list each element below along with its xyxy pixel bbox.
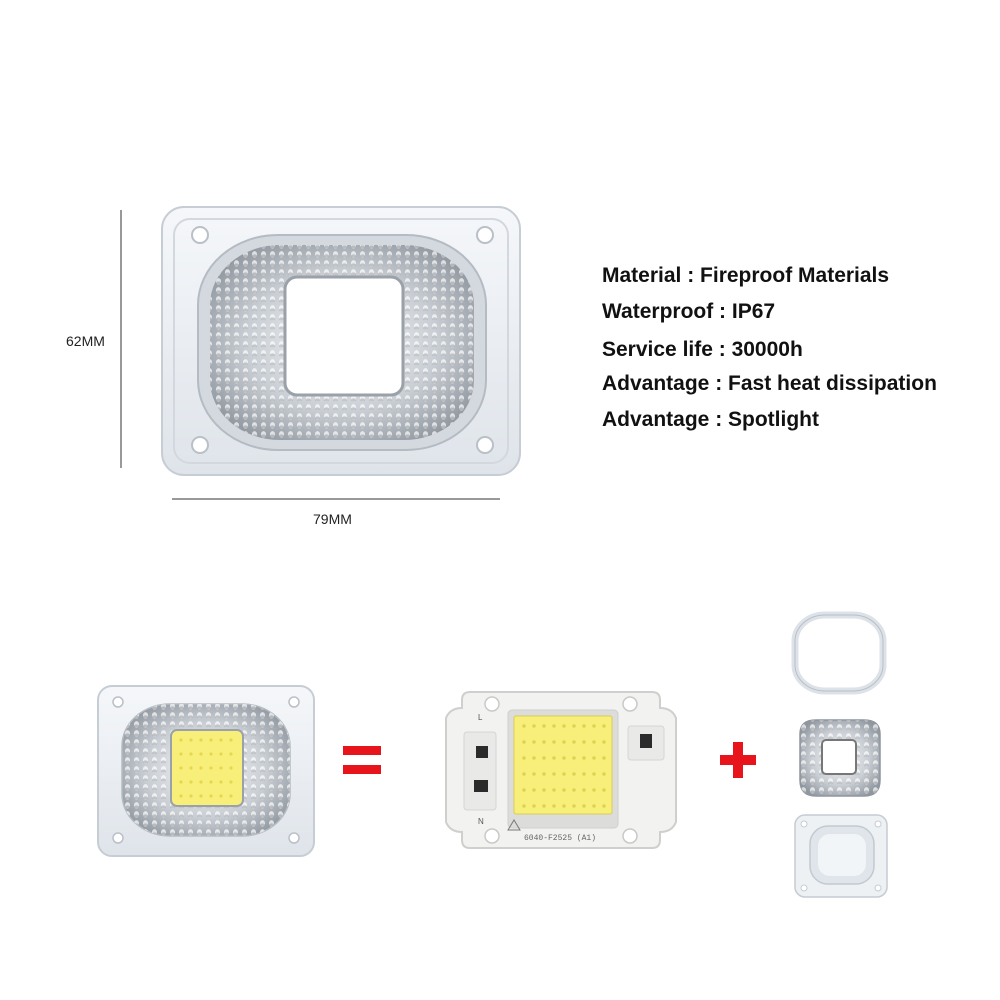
height-dimension-line xyxy=(120,210,122,468)
silicone-ring-image xyxy=(791,611,887,695)
spec-waterproof: Waterproof : IP67 xyxy=(602,300,776,323)
height-label: 62MM xyxy=(66,333,105,349)
spec-material: Material : Fireproof Materials xyxy=(602,264,890,287)
spec-advantage-heat: Advantage : Fast heat dissipation xyxy=(602,372,937,395)
width-label: 79MM xyxy=(313,511,352,527)
width-dimension-line xyxy=(172,498,500,500)
cob-led-chip-image: 6040-F2525 (A1) L N xyxy=(445,691,677,849)
reflector-cup-image xyxy=(799,719,881,797)
plus-sign-icon xyxy=(720,742,756,778)
chip-pin-label-bottom: N xyxy=(478,817,484,826)
lens-cover-image xyxy=(794,814,888,898)
chip-pin-label-top: L xyxy=(478,713,483,722)
lens-kit-top-image xyxy=(161,206,521,476)
equals-sign-icon xyxy=(343,746,381,774)
assembled-lens-image xyxy=(97,685,315,857)
spec-advantage-spotlight: Advantage : Spotlight xyxy=(602,408,819,431)
spec-service-life: Service life : 30000h xyxy=(602,338,803,361)
chip-marking-text: 6040-F2525 (A1) xyxy=(524,834,596,843)
